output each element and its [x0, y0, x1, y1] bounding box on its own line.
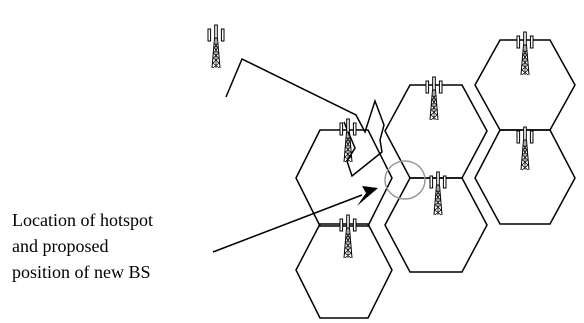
hex-cell-center: [384, 177, 488, 273]
caption-line-2: and proposed: [12, 236, 109, 256]
hex-cell-grid: [295, 39, 576, 319]
base-station-tower-icon: [429, 171, 447, 216]
hotspot-circle-icon: [384, 160, 426, 200]
hex-cell-bottom-left: [295, 223, 393, 319]
hex-cell-right: [474, 129, 576, 225]
base-station-tower-icon: [516, 126, 534, 171]
base-station-tower-icon: [339, 214, 357, 259]
base-station-tower-icon: [339, 118, 357, 163]
base-station-tower-icon: [425, 76, 443, 121]
base-station-tower-icon: [207, 24, 225, 69]
hex-cell-left: [295, 129, 393, 227]
caption-line-1: Location of hotspot: [12, 210, 153, 230]
caption-pointer-arrowhead: [357, 186, 378, 206]
caption-pointer-line: [212, 194, 363, 253]
base-station-tower-icon: [516, 31, 534, 76]
caption-line-3: position of new BS: [12, 262, 151, 282]
